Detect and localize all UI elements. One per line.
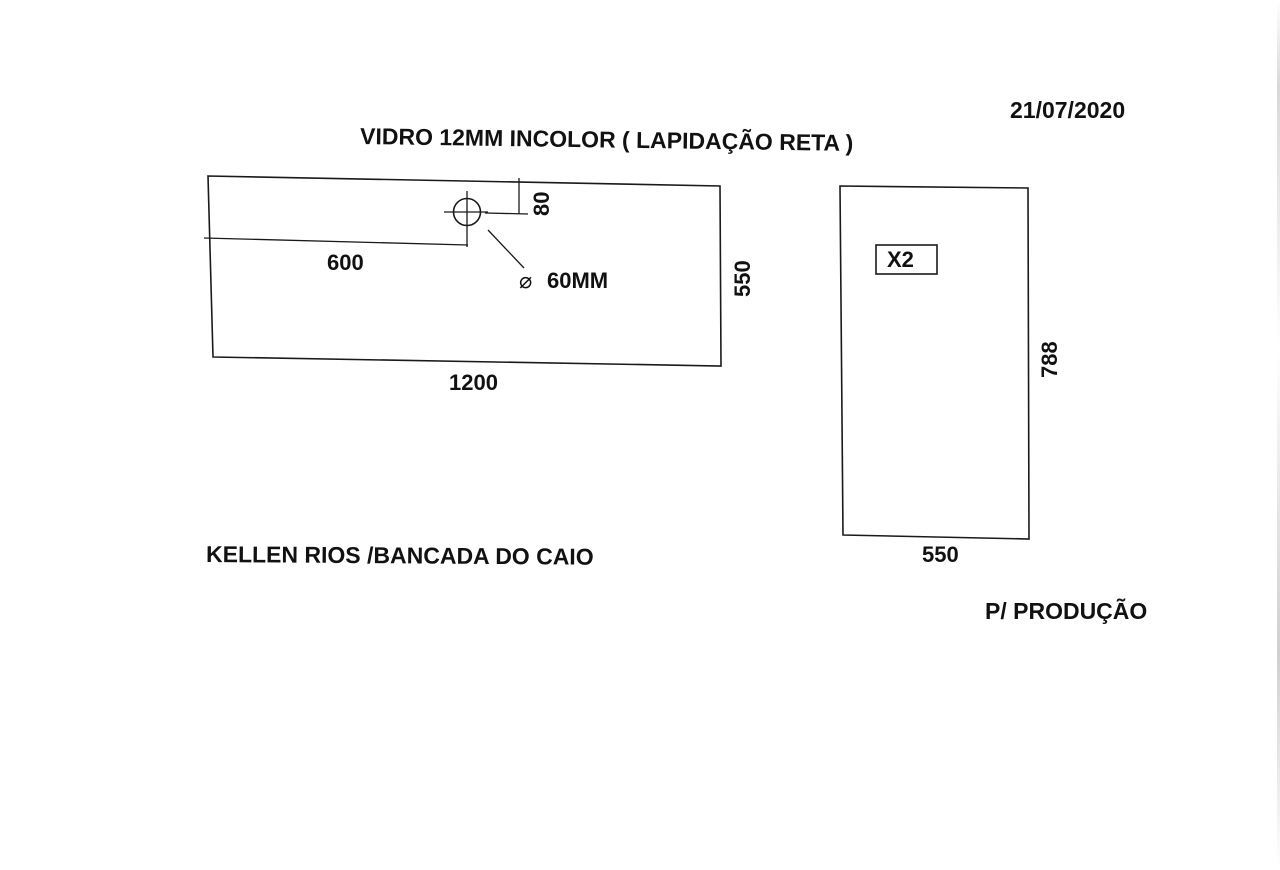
piece-right-height-label: 788 <box>1037 341 1062 378</box>
destination-label: P/ PRODUÇÃO <box>985 597 1147 624</box>
piece-left-width-label: 1200 <box>449 370 498 395</box>
scan-edge-shadow <box>1277 0 1280 870</box>
dim-80-label: 80 <box>529 192 554 216</box>
dim-600-label: 600 <box>327 250 364 275</box>
quantity-label: X2 <box>887 247 914 272</box>
dim-80-extension <box>484 212 529 215</box>
piece-left-outline <box>207 175 722 367</box>
date-label: 21/07/2020 <box>1010 97 1125 123</box>
dim-600-line <box>203 237 469 246</box>
piece-right-width-label: 550 <box>922 542 959 567</box>
diameter-symbol-icon: ⌀ <box>519 268 532 293</box>
glass-piece-left: 80 600 ⌀ 60MM 550 1200 <box>203 175 755 395</box>
piece-right-outline <box>839 185 1030 540</box>
client-label: KELLEN RIOS /BANCADA DO CAIO <box>206 541 594 570</box>
piece-left-height-label: 550 <box>730 260 755 297</box>
drawing-title: VIDRO 12MM INCOLOR ( LAPIDAÇÃO RETA ) <box>360 122 854 156</box>
diameter-leader <box>487 229 525 269</box>
quantity-box <box>875 244 938 275</box>
glass-piece-right: X2 788 550 <box>839 185 1062 567</box>
hole-diameter-label: 60MM <box>547 268 608 293</box>
